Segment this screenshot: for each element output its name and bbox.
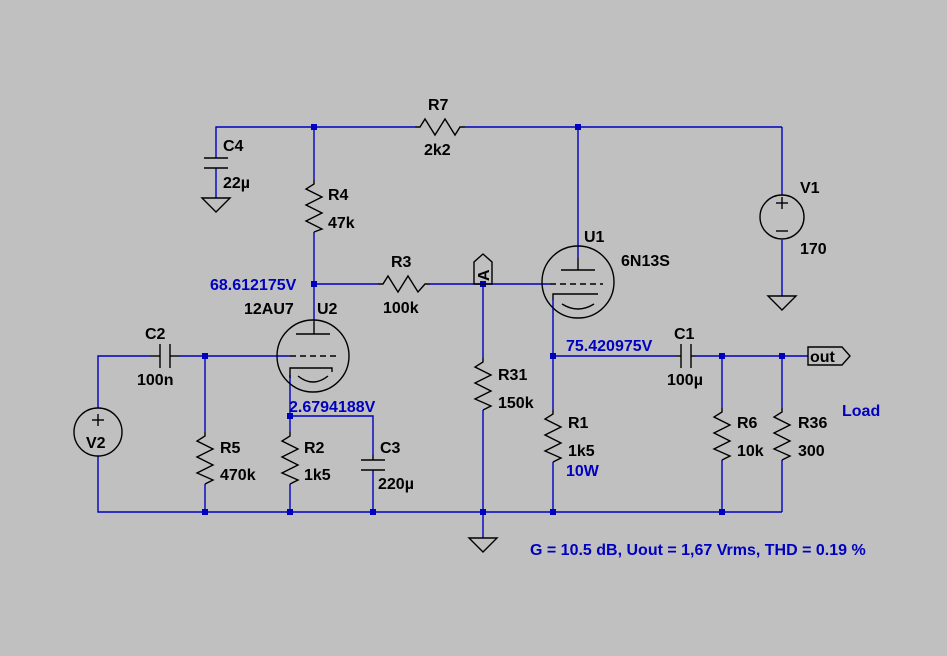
r5-symbol (195, 432, 215, 485)
r2-symbol (280, 432, 300, 485)
r36-name: R36 (798, 415, 827, 432)
r3-name: R3 (391, 254, 412, 271)
r2-value: 1k5 (304, 467, 331, 484)
node-voltages: 68.612175V 2.6794188V 75.420975V Load (210, 277, 880, 420)
r3-symbol (378, 274, 430, 294)
r4-value: 47k (328, 215, 355, 232)
r1-symbol (543, 410, 563, 463)
r6-value: 10k (737, 443, 764, 460)
r1-power: 10W (566, 463, 600, 480)
r36-symbol (772, 408, 792, 461)
ground-symbol (766, 295, 798, 311)
r6-name: R6 (737, 415, 758, 432)
c1-value: 100µ (667, 372, 703, 389)
r4-name: R4 (328, 187, 349, 204)
r31-value: 150k (498, 395, 534, 412)
r36-value: 300 (798, 443, 825, 460)
r1-value: 1k5 (568, 443, 595, 460)
v1-source (759, 194, 805, 240)
ground-symbol (467, 537, 499, 553)
r6-symbol (712, 408, 732, 461)
u2-cathode-voltage: 2.6794188V (289, 399, 376, 416)
r31-symbol (473, 358, 493, 411)
r1-name: R1 (568, 415, 589, 432)
u2-tube (276, 319, 350, 393)
c1-name: C1 (674, 326, 695, 343)
c2-value: 100n (137, 372, 173, 389)
r4-symbol (304, 180, 324, 233)
u2-name: U2 (317, 301, 338, 318)
v2-source (73, 407, 123, 457)
load-label: Load (842, 403, 880, 420)
r7-symbol (415, 117, 465, 137)
v1-name: V1 (800, 180, 820, 197)
u2-value: 12AU7 (244, 301, 294, 318)
c1-symbol (676, 344, 696, 368)
c4-symbol (204, 157, 228, 169)
c4-value: 22µ (223, 175, 250, 192)
net-label-a: A (473, 253, 493, 285)
u1-value: 6N13S (621, 253, 670, 270)
c4-name: C4 (223, 138, 244, 155)
v1-value: 170 (800, 241, 827, 258)
c3-value: 220µ (378, 476, 414, 493)
svg-text:out: out (810, 349, 836, 366)
svg-text:A: A (476, 269, 493, 281)
r3-value: 100k (383, 300, 419, 317)
u1-cathode-voltage: 75.420975V (566, 338, 653, 355)
c3-symbol (361, 455, 385, 471)
junctions (202, 124, 785, 515)
out-port: out (807, 346, 851, 366)
r2-name: R2 (304, 440, 325, 457)
c2-name: C2 (145, 326, 166, 343)
u1-name: U1 (584, 229, 605, 246)
u1-tube (541, 245, 615, 319)
c3-name: C3 (380, 440, 401, 457)
component-labels: R7 2k2 C4 22µ R4 47k V1 170 U1 6N13S 12A… (86, 97, 827, 493)
c2-symbol (150, 344, 180, 368)
ground-symbol (200, 197, 232, 213)
r5-name: R5 (220, 440, 241, 457)
r31-name: R31 (498, 367, 527, 384)
u2-plate-voltage: 68.612175V (210, 277, 297, 294)
r5-value: 470k (220, 467, 256, 484)
r7-name: R7 (428, 97, 449, 114)
v2-name: V2 (86, 435, 106, 452)
simulation-summary: G = 10.5 dB, Uout = 1,67 Vrms, THD = 0.1… (530, 542, 866, 559)
r7-value: 2k2 (424, 142, 451, 159)
